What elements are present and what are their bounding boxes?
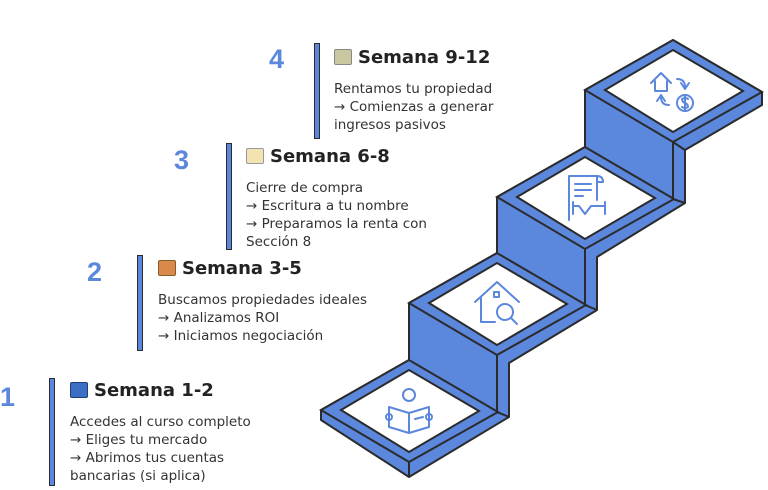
step-line: Sección 8 <box>246 234 312 250</box>
step-number: 3 <box>174 145 190 175</box>
step-divider-bar <box>137 255 143 351</box>
step-top-panel <box>339 368 481 454</box>
step-line: → Iniciamos negociación <box>158 328 324 344</box>
step-line: ingresos pasivos <box>334 117 446 133</box>
step-line: bancarias (si aplica) <box>70 468 206 484</box>
step-divider-bar <box>226 143 232 250</box>
step-divider-bar <box>49 378 55 486</box>
step-line: Cierre de compra <box>246 180 364 196</box>
step-line: → Eliges tu mercado <box>70 432 208 448</box>
house-search-icon <box>474 281 520 325</box>
step-line: → Escritura a tu nombre <box>246 198 409 214</box>
step-title: Semana 6-8 <box>270 145 390 167</box>
step-line: Buscamos propiedades ideales <box>158 292 368 308</box>
blue-book-icon <box>70 382 88 398</box>
step-title: Semana 1-2 <box>94 379 214 401</box>
step-top-panel <box>515 155 657 241</box>
house-icon <box>158 260 176 276</box>
step-number: 4 <box>269 44 285 74</box>
step-top-panel <box>427 261 569 347</box>
step-3-top <box>495 145 677 251</box>
step-number: 1 <box>0 382 16 412</box>
step-line: → Comienzas a generar <box>334 99 494 115</box>
step-line: → Abrimos tus cuentas <box>70 450 225 466</box>
step-line: → Analizamos ROI <box>158 310 280 326</box>
step-title: Semana 3-5 <box>182 257 302 279</box>
step-top-panel <box>603 48 745 134</box>
step-1-top <box>319 358 501 464</box>
step-number: 2 <box>87 257 103 287</box>
money-icon <box>334 49 352 65</box>
house-money-exchange-icon <box>650 72 694 112</box>
contract-handshake-icon <box>568 175 606 221</box>
memo-icon <box>246 148 264 164</box>
step-line: Rentamos tu propiedad <box>334 81 493 97</box>
step-2-top <box>407 251 589 357</box>
step-line: → Preparamos la renta con <box>246 216 427 232</box>
step-title: Semana 9-12 <box>358 46 491 68</box>
step-divider-bar <box>314 43 320 139</box>
step-4-top <box>583 38 765 144</box>
person-reading-icon <box>385 388 433 434</box>
step-line: Accedes al curso completo <box>70 414 251 430</box>
